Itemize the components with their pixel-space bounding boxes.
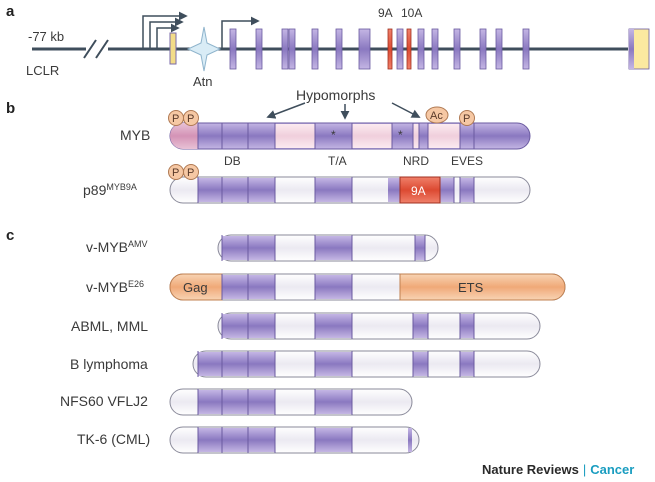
p89-db-segment [198, 178, 275, 202]
acetylation-icon [425, 106, 449, 124]
domain-ta-label: T/A [328, 154, 347, 168]
exon-14 [495, 28, 503, 70]
p89-9a-label: 9A [411, 184, 426, 198]
myb-label: MYB [120, 127, 150, 143]
p89-label: p89MYB9A [83, 182, 137, 198]
break-mark-2 [95, 39, 109, 59]
exon-9a-label: 9A [378, 6, 393, 20]
myb-segment-pink-3 [413, 124, 419, 148]
phospho-p3-label: P [463, 113, 470, 125]
promoter-arrow-4 [221, 16, 260, 49]
p89-protein: 9A P P [168, 164, 531, 204]
exon-9 [396, 28, 404, 70]
variant-b-lymphoma-bar [192, 350, 541, 378]
phospho-p2-icon [183, 110, 199, 126]
p89-phospho-p1-label: P [172, 167, 179, 179]
exon-6 [311, 28, 319, 70]
promoter-arrow-3 [156, 23, 180, 49]
exon-1-promoter [169, 32, 177, 65]
attenuator-star-icon [186, 26, 222, 72]
p89-phospho-p2-label: P [187, 167, 194, 179]
exon-final-coding [629, 29, 634, 69]
p89-phospho-p2-icon [183, 164, 199, 180]
variant-abml-mml-label: ABML, MML [71, 318, 148, 334]
variant-nfs60-bar [169, 388, 413, 416]
variant-vmyb-e26-bar [169, 273, 566, 301]
acetylation-label: Ac [430, 110, 443, 122]
phospho-p3-icon [459, 110, 475, 126]
myb-bar [169, 122, 531, 150]
domain-db-label: DB [224, 154, 241, 168]
variant-abml-mml-bar [217, 312, 541, 340]
variant-b-lymphoma-label: B lymphoma [70, 356, 148, 372]
variant-vmyb-amv-bar [217, 234, 439, 262]
p89-ta-segment [315, 178, 352, 202]
exon-13 [479, 28, 487, 70]
exon-15 [522, 28, 530, 70]
myb-segment-pink-2 [352, 124, 392, 148]
domain-nrd-label: NRD [403, 154, 429, 168]
promoter-arrows [142, 11, 260, 49]
promoter-arrow-1 [142, 11, 188, 49]
variant-nfs60-label: NFS60 VFLJ2 [60, 393, 148, 409]
journal-credit: Nature Reviews|Cancer [482, 462, 634, 477]
myb-star-ta: * [331, 128, 336, 142]
exon-10a-label: 10A [401, 6, 422, 20]
variant-tk6-label: TK-6 (CML) [77, 431, 150, 447]
exon-11 [431, 28, 439, 70]
variant-vmyb-amv-label: v-MYBAMV [86, 239, 148, 255]
myb-protein: * * P P Ac P [168, 106, 531, 150]
hypomorph-arrow-db [266, 102, 306, 119]
hypomorph-arrows [266, 102, 421, 120]
atn-label: Atn [193, 74, 213, 89]
p89-eves-segment [460, 178, 474, 202]
exon-3 [255, 28, 263, 70]
myb-star-nrd: * [398, 128, 403, 142]
ets-label: ETS [458, 280, 484, 295]
gag-label: Gag [183, 280, 208, 295]
exon-8 [358, 28, 371, 70]
exon-10a [406, 28, 412, 70]
hypomorphs-label: Hypomorphs [296, 87, 375, 103]
exon-4 [281, 28, 289, 70]
exon-7 [335, 28, 343, 70]
hypomorph-arrow-nrd [391, 102, 421, 118]
exon-12 [453, 28, 461, 70]
myb-segment-pink-1 [275, 124, 315, 148]
panel-label-b: b [6, 100, 15, 117]
lclr-label: LCLR [26, 63, 59, 78]
exon-5 [288, 28, 296, 70]
exon-2 [229, 28, 237, 70]
panel-label-a: a [6, 3, 15, 20]
p89-9a-segment [399, 176, 441, 204]
phospho-p2-label: P [187, 113, 194, 125]
exon-10 [417, 28, 425, 70]
gene-locus: Atn 9A 10A [32, 6, 650, 89]
myb-nterm-segment [170, 123, 198, 149]
variant-tk6-bar [169, 426, 420, 454]
upstream-distance-label: -77 kb [28, 29, 64, 44]
variant-vmyb-e26-label: v-MYBE26 [86, 279, 144, 295]
promoter-arrow-2 [149, 17, 184, 49]
domain-eves-label: EVES [451, 154, 483, 168]
panel-label-c: c [6, 227, 14, 244]
exon-9a [387, 28, 393, 70]
myb-segment-pink-4 [428, 124, 460, 148]
break-mark-1 [83, 39, 97, 59]
phospho-p1-label: P [172, 113, 179, 125]
